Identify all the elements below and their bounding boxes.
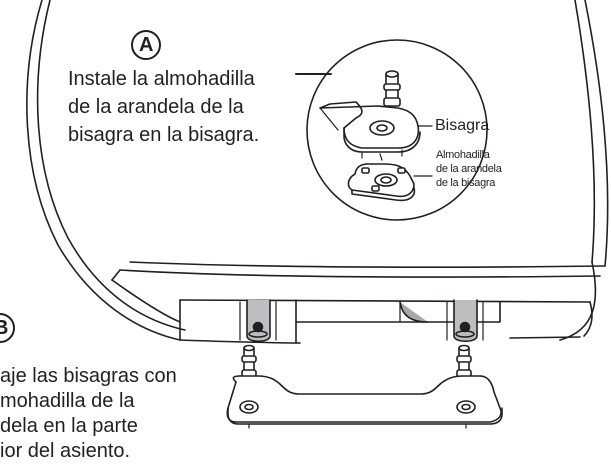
left-hinge-socket	[239, 299, 277, 343]
detail-washer-pad	[347, 153, 433, 202]
washer-pad-label-line-3: de la bisagra	[436, 177, 496, 189]
lower-hinge-assembly	[226, 344, 503, 429]
step-b-badge-circle	[0, 313, 15, 343]
washer-pad-label-line-1: Almohadilla	[436, 149, 490, 161]
step-a-instruction-line-2: de la arandela de la	[68, 96, 244, 118]
hinge-label: Bisagra	[435, 117, 490, 134]
seat-rear-band	[111, 261, 606, 344]
washer-pad-label-line-2: de la arandela	[436, 163, 502, 175]
seat-rear-recess	[295, 299, 501, 344]
step-b-instruction-line-4: ior del asiento.	[0, 440, 131, 462]
detail-hinge	[319, 70, 433, 159]
right-hinge-socket	[446, 299, 484, 343]
step-a-letter: A	[139, 34, 154, 56]
step-b-instruction-line-1: aje las bisagras con	[0, 365, 177, 387]
step-a-instruction-line-1: Instale la almohadilla	[68, 68, 255, 90]
step-b-instruction-line-2: mohadilla de la	[0, 390, 135, 412]
step-a-instruction-line-3: bisagra en la bisagra.	[68, 124, 260, 146]
step-a-badge-circle	[131, 30, 161, 60]
step-b-letter: B	[0, 317, 9, 339]
step-b-instruction-line-3: dela en la parte	[0, 415, 138, 437]
